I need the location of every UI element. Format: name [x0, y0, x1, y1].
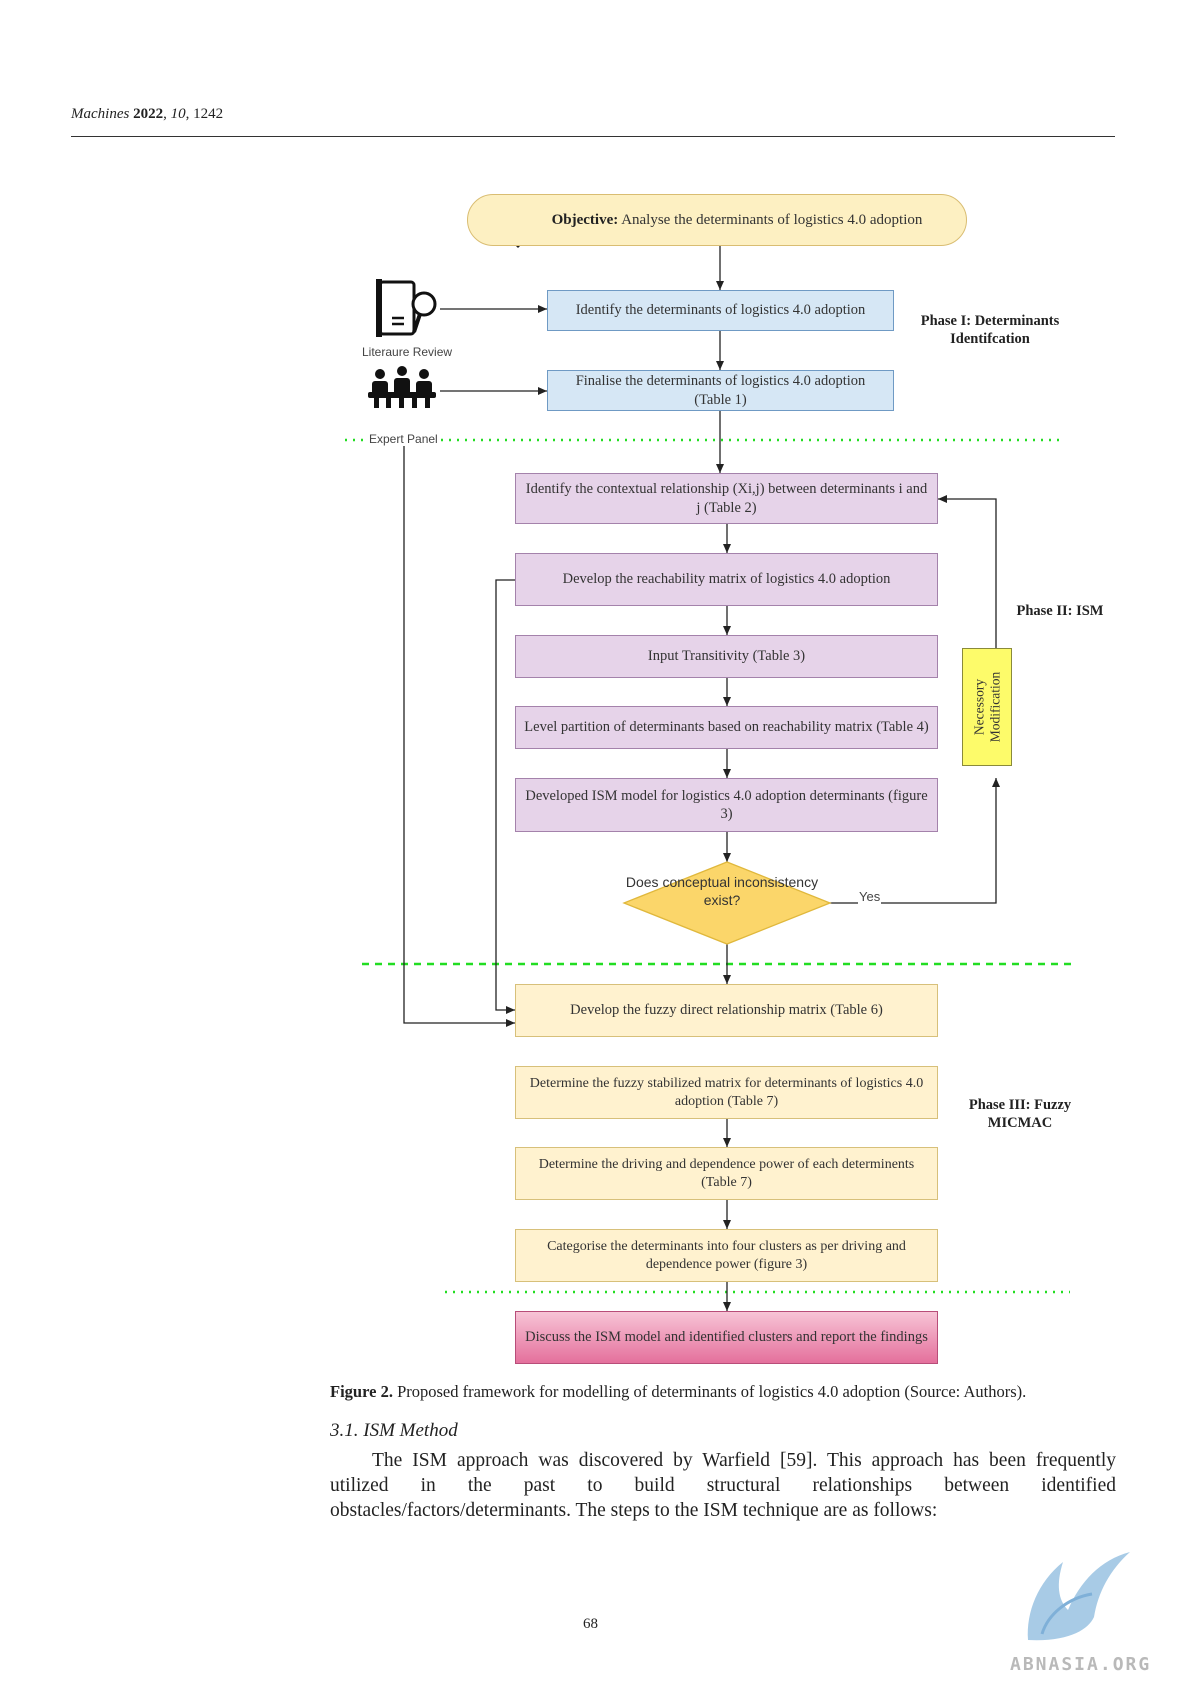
decision-text: Does conceptual inconsistency exist?	[625, 874, 819, 908]
paragraph-text: The ISM approach was discovered by Warfi…	[330, 1450, 1116, 1521]
phase3-title: Phase III: Fuzzy MICMAC	[968, 1097, 1072, 1132]
objective-text: Analyse the determinants of logistics 4.…	[621, 211, 923, 228]
necessary-modification-box: Necessory Modification	[962, 648, 1012, 766]
necessary-modification-text: Necessory Modification	[971, 671, 1002, 743]
yes-label: Yes	[858, 889, 882, 904]
objective-box: Objective: Analyse the determinants of l…	[467, 194, 967, 246]
article-number: 1242	[193, 106, 224, 122]
step-level-partition: Level partition of determinants based on…	[515, 706, 938, 749]
journal-volume: 10	[170, 106, 186, 122]
literature-review-label: Literaure Review	[362, 345, 453, 359]
decision-diamond	[622, 861, 832, 945]
phase1-title: Phase I: Determinants Identifcation	[920, 313, 1060, 348]
step-input-transitivity: Input Transitivity (Table 3)	[515, 635, 938, 678]
expert-panel-label: Expert Panel	[368, 432, 439, 446]
watermark-text: ABNASIA.ORG	[1010, 1654, 1152, 1675]
section-heading: 3.1. ISM Method	[330, 1420, 458, 1441]
step-categorise-clusters: Categorise the determinants into four cl…	[515, 1229, 938, 1282]
watermark-logo	[1027, 1552, 1130, 1641]
header-rule	[71, 136, 1115, 137]
caption-label: Figure 2.	[330, 1382, 393, 1401]
literature-review-icon	[376, 279, 437, 337]
expert-panel-icon	[368, 366, 436, 408]
step-contextual-relationship: Identify the contextual relationship (Xi…	[515, 473, 938, 524]
phase2-title: Phase II: ISM	[1016, 603, 1104, 619]
page-number: 68	[583, 1616, 598, 1632]
step-ism-model: Developed ISM model for logistics 4.0 ad…	[515, 778, 938, 832]
step-identify-determinants: Identify the determinants of logistics 4…	[547, 290, 894, 331]
journal-name: Machines	[71, 106, 130, 122]
step-reachability-matrix: Develop the reachability matrix of logis…	[515, 553, 938, 606]
figure-caption: Figure 2. Proposed framework for modelli…	[330, 1382, 1120, 1402]
step-fuzzy-direct-matrix: Develop the fuzzy direct relationship ma…	[515, 984, 938, 1037]
step-fuzzy-stabilized-matrix: Determine the fuzzy stabilized matrix fo…	[515, 1066, 938, 1119]
journal-year: 2022	[133, 106, 164, 122]
step-discuss-findings: Discuss the ISM model and identified clu…	[515, 1311, 938, 1364]
running-header: Machines 2022, 10, 1242	[71, 106, 224, 122]
objective-label: Objective:	[551, 211, 619, 228]
body-paragraph: The ISM approach was discovered by Warfi…	[330, 1448, 1116, 1523]
step-driving-dependence-power: Determine the driving and dependence pow…	[515, 1147, 938, 1200]
caption-text: Proposed framework for modelling of dete…	[397, 1382, 1027, 1401]
flowchart-connectors	[345, 246, 1075, 1311]
step-finalise-determinants: Finalise the determinants of logistics 4…	[547, 370, 894, 411]
